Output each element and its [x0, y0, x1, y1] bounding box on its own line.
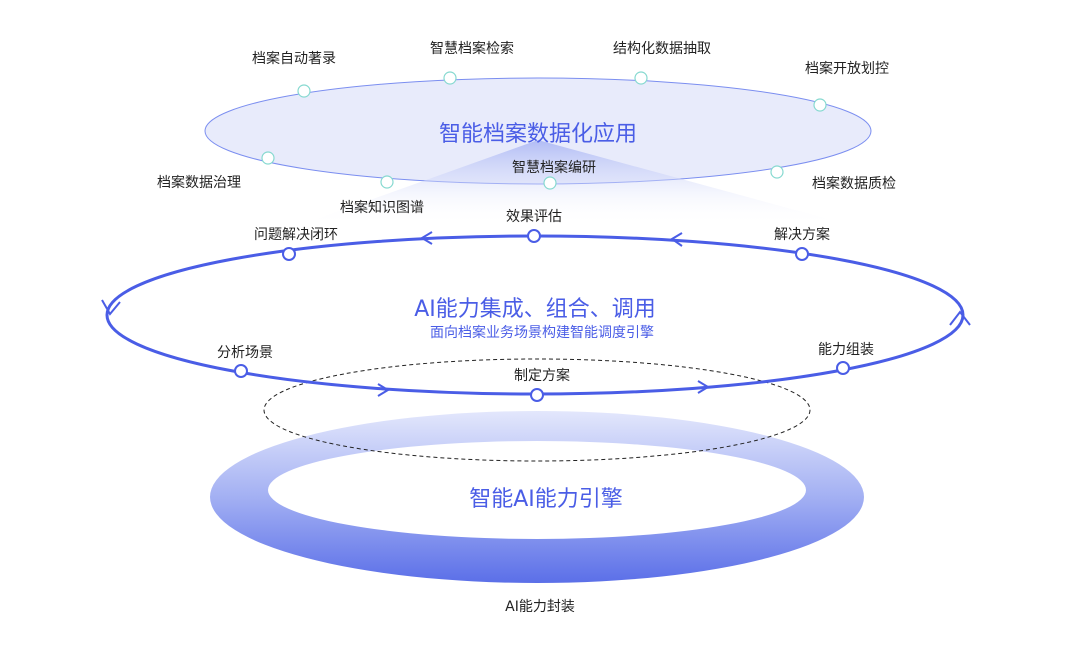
- top-item: 档案自动著录: [252, 51, 336, 67]
- engine-caption: AI能力封装: [505, 599, 575, 615]
- top-item: 档案开放划控: [805, 61, 889, 77]
- top-item: 智慧档案检索: [430, 41, 514, 57]
- loop-nodes: [234, 229, 850, 402]
- loop-step: 分析场景: [217, 345, 273, 361]
- top-item: 智慧档案编研: [512, 160, 596, 176]
- engine-title: 智能AI能力引擎: [469, 487, 623, 512]
- top-item: 档案知识图谱: [340, 200, 424, 216]
- top-layer-title: 智能档案数据化应用: [438, 122, 638, 147]
- top-item: 档案数据质检: [812, 176, 896, 192]
- top-nodes: [261, 71, 827, 190]
- dashed-ellipse: [263, 358, 811, 462]
- top-item: 档案数据治理: [157, 175, 241, 191]
- loop-arrows: [101, 231, 971, 397]
- loop-step: 能力组装: [818, 342, 874, 358]
- loop-step: 问题解决闭环: [254, 227, 338, 243]
- top-item: 结构化数据抽取: [613, 41, 711, 57]
- light-beam: [300, 140, 850, 225]
- loop-step: 解决方案: [774, 227, 830, 243]
- middle-layer-title: AI能力集成、组合、调用: [414, 297, 656, 322]
- loop-step: 制定方案: [514, 368, 570, 384]
- engine-ring: [210, 411, 864, 583]
- middle-layer-subtitle: 面向档案业务场景构建智能调度引擎: [430, 325, 654, 341]
- loop-step: 效果评估: [506, 209, 562, 225]
